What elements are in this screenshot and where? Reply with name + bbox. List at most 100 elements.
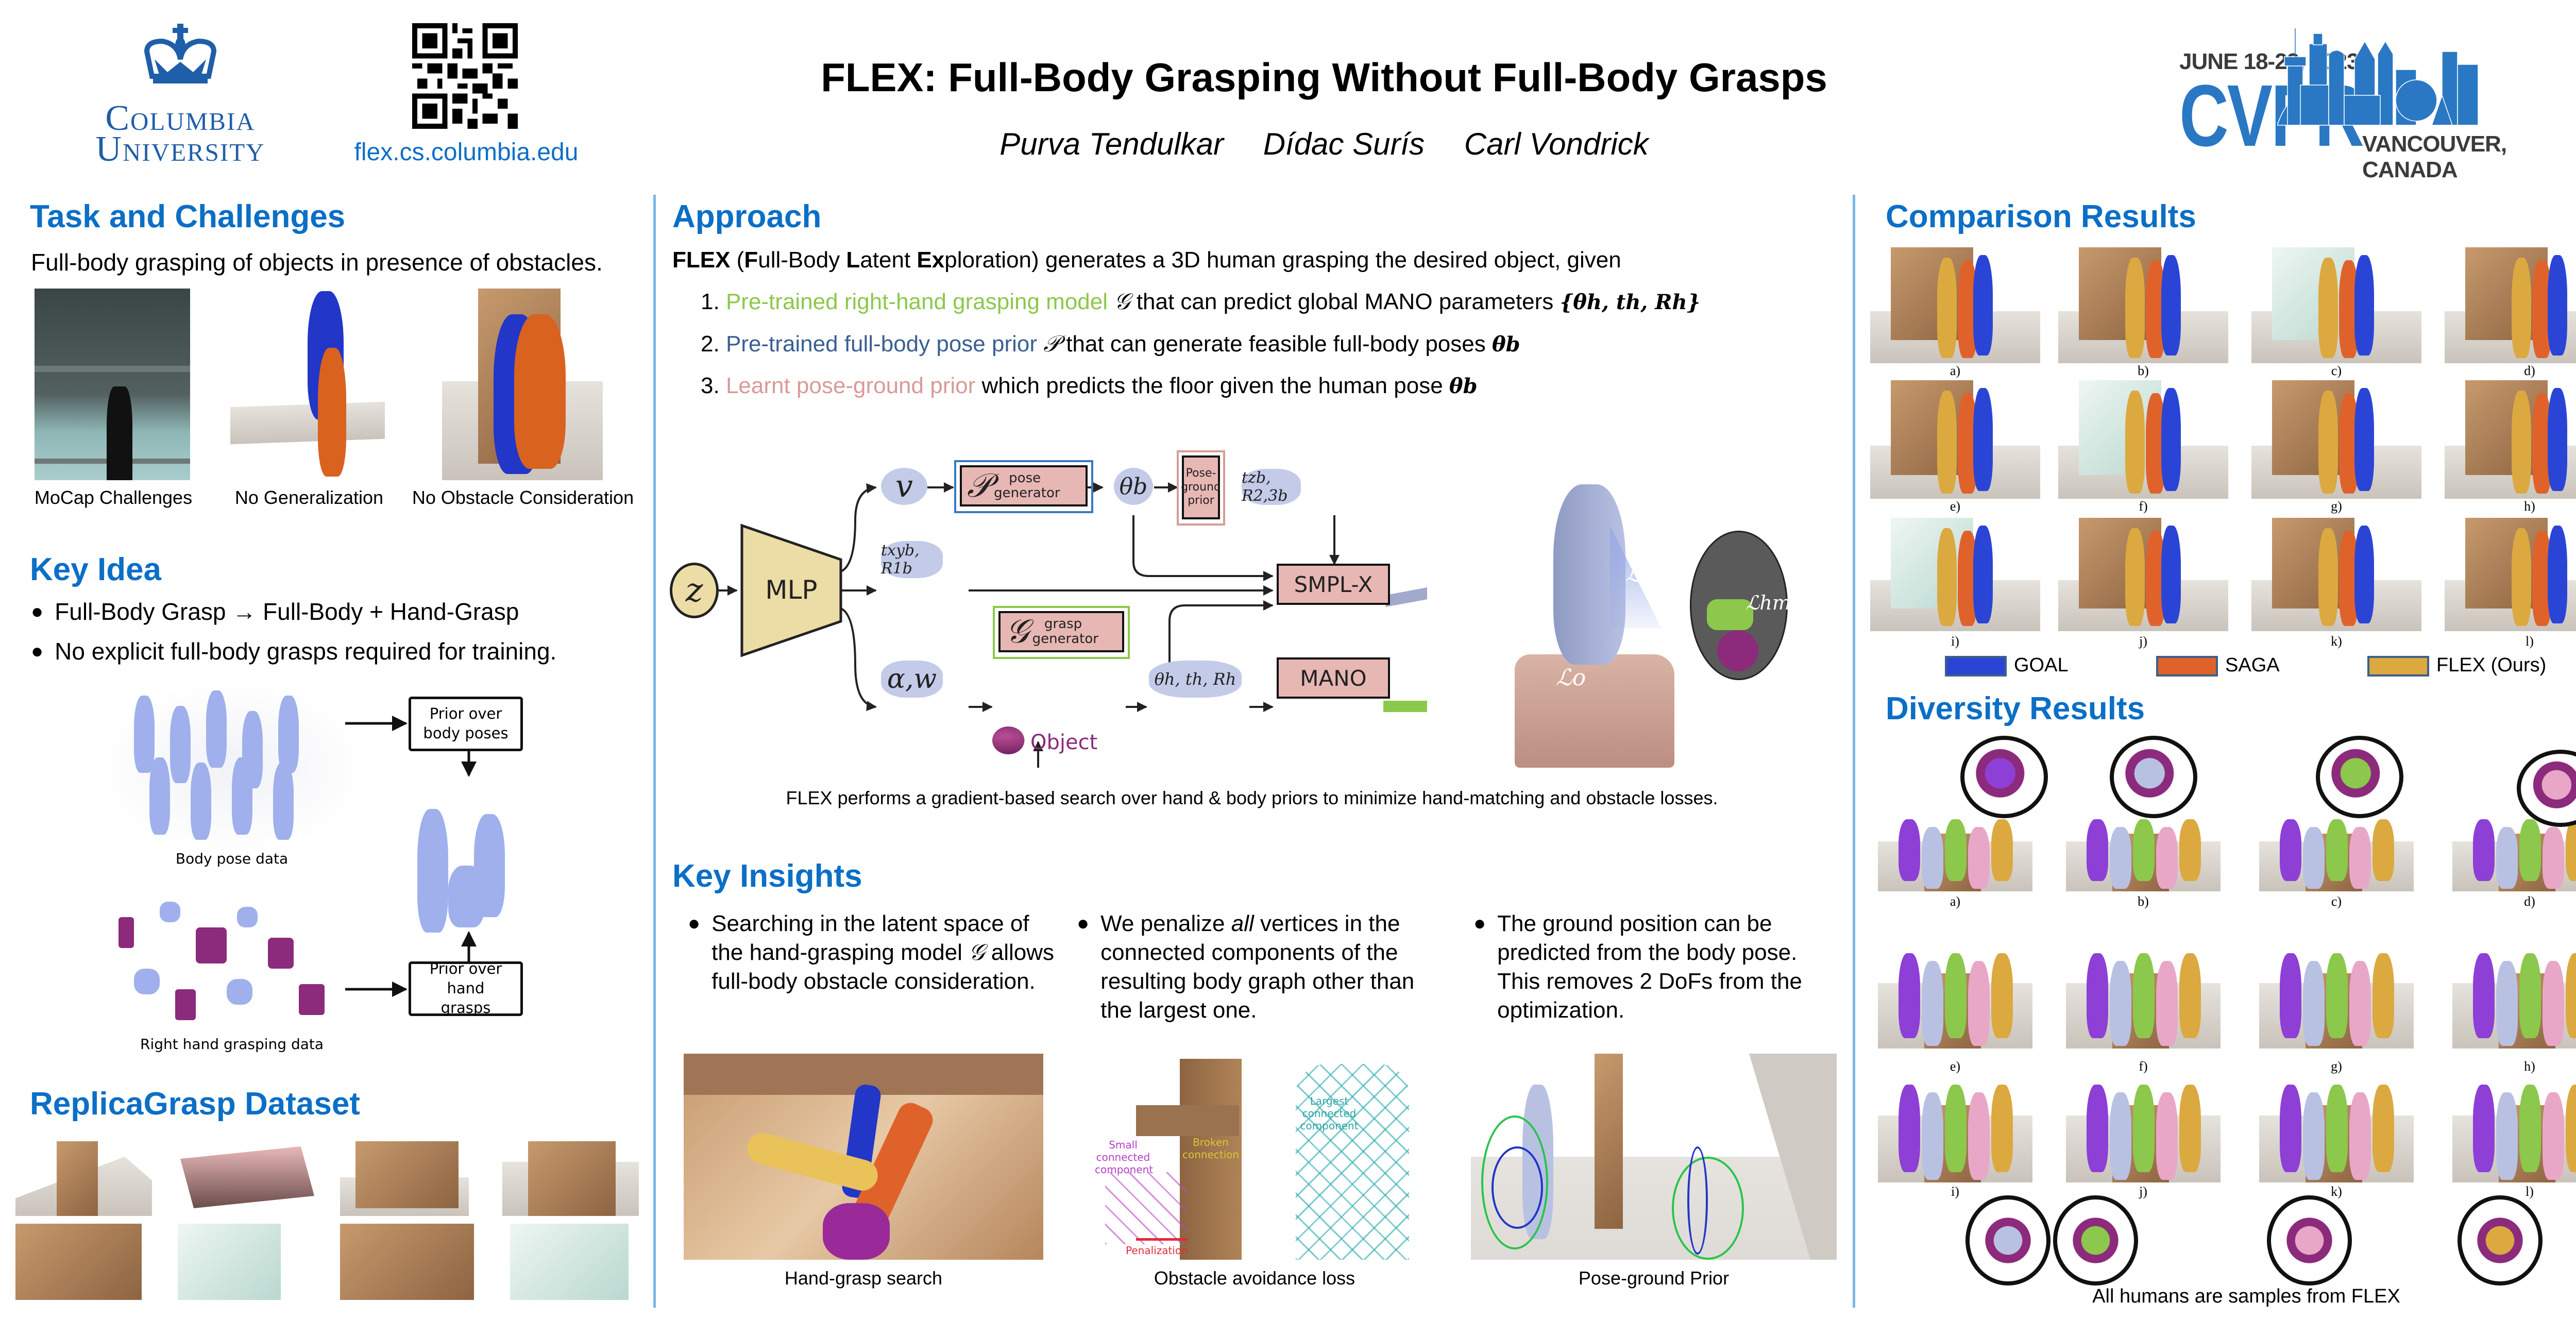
comparison-image	[2445, 518, 2576, 631]
bullet-icon: ●	[31, 600, 44, 623]
alpha-w-node: α,w	[881, 661, 943, 698]
grasp-closeup-bubble	[2458, 1195, 2543, 1286]
bullet-icon: ●	[688, 912, 701, 935]
task-caption-no-obstacle: No Obstacle Consideration	[412, 487, 634, 508]
project-url-link[interactable]: flex.cs.columbia.edu	[354, 139, 579, 166]
grasp-generator-label: grasp generator	[1032, 616, 1098, 647]
hand-grasp-search-image	[684, 1054, 1043, 1260]
comparison-image	[2445, 380, 2576, 499]
comparison-label: h)	[2524, 499, 2535, 514]
comparison-label: k)	[2331, 634, 2342, 649]
dataset-image	[510, 1224, 629, 1300]
insight-text: We penalize all vertices in the connecte…	[1100, 911, 1415, 1023]
body-pose-data-image	[103, 685, 361, 850]
comparison-label: b)	[2138, 363, 2149, 378]
key-idea-bullets: ●Full-Body Grasp → Full-Body + Hand-Gras…	[31, 598, 556, 666]
section-title-task: Task and Challenges	[30, 199, 346, 234]
insight-column-1: ● Searching in the latent space of the h…	[688, 909, 1059, 996]
hand-grasp-data-image	[103, 897, 350, 1030]
hand-zoom-circle: ℒhm	[1690, 531, 1791, 680]
author-name: Carl Vondrick	[1464, 127, 1649, 161]
approach-item: 3. Learnt pose-ground prior which predic…	[701, 373, 1478, 398]
diversity-label: k)	[2331, 1184, 2342, 1199]
diversity-image	[2259, 948, 2414, 1049]
dataset-image	[180, 1146, 314, 1216]
approach-intro: FLEX (Full-Body Latent Exploration) gene…	[672, 247, 1621, 273]
theta-h-node: θh, th, Rh	[1149, 661, 1242, 698]
pipeline-connectors	[716, 482, 1427, 768]
legend-swatch-flex	[2367, 655, 2429, 677]
section-title-dataset: ReplicaGrasp Dataset	[30, 1086, 360, 1122]
pose-generator-box: 𝒫 pose generator	[960, 465, 1088, 506]
tz-r23-node: tzb, R2,3b	[1242, 469, 1301, 505]
insight-caption-hand-grasp: Hand-grasp search	[784, 1267, 943, 1289]
comparison-label: c)	[2331, 363, 2342, 378]
qr-code[interactable]	[412, 23, 518, 129]
label-small-component: Small connected component	[1095, 1139, 1154, 1176]
diversity-label: l)	[2526, 1184, 2534, 1199]
columbia-wordmark-line2: University	[95, 129, 265, 169]
grasp-closeup-bubble	[1960, 736, 2048, 818]
task-description: Full-body grasping of objects in presenc…	[31, 249, 603, 276]
diversity-image	[2452, 948, 2576, 1049]
grasp-closeup-bubble	[2053, 1195, 2138, 1286]
comparison-label: a)	[1950, 363, 1961, 378]
pose-generator-label: pose generator	[994, 470, 1060, 501]
author-list: Purva Tendulkar Dídac Surís Carl Vondric…	[721, 126, 1927, 162]
penalization-arrow-icon	[1136, 1238, 1188, 1241]
section-title-diversity: Diversity Results	[1886, 691, 2145, 726]
approach-list: 1. Pre-trained right-hand grasping model…	[701, 289, 1700, 415]
insight-column-3: ● The ground position can be predicted f…	[1473, 909, 1844, 1025]
diversity-label: g)	[2331, 1059, 2342, 1074]
dataset-image	[502, 1141, 639, 1216]
latent-z-node: z	[670, 563, 719, 618]
bullet-icon: ●	[1077, 912, 1090, 935]
legend-swatch-goal	[1945, 655, 2007, 677]
no-generalization-image	[230, 291, 385, 481]
full-body-grasp-image	[402, 804, 531, 938]
diversity-label: b)	[2138, 894, 2149, 909]
bullet-icon: ●	[1473, 912, 1486, 935]
comparison-label: f)	[2139, 499, 2148, 514]
grasp-generator-frame	[993, 606, 1130, 659]
object-label: Object	[1030, 731, 1098, 754]
diversity-image	[1878, 948, 2032, 1049]
vancouver-skyline-icon	[2277, 28, 2479, 126]
section-title-key-idea: Key Idea	[30, 552, 162, 587]
comparison-label: j)	[2139, 634, 2147, 649]
pose-generator-frame	[954, 460, 1093, 513]
loss-hm-label: ℒhm	[1745, 591, 1791, 614]
comparison-label: i)	[1951, 634, 1959, 649]
dataset-image	[15, 1224, 142, 1300]
legend-goal: GOAL	[1945, 654, 2156, 677]
diversity-label: h)	[2524, 1059, 2535, 1074]
label-penalization: Penalization	[1126, 1244, 1188, 1257]
comparison-image	[2445, 247, 2576, 363]
grasp-generator-box: 𝒢 grasp generator	[998, 611, 1124, 652]
grasp-closeup-bubble	[1965, 1195, 2050, 1286]
diversity-image	[2066, 1079, 2221, 1182]
object-sphere-icon	[992, 726, 1025, 754]
task-caption-mocap: MoCap Challenges	[34, 487, 193, 508]
mlp-label: MLP	[765, 575, 818, 605]
smplx-box: SMPL-X	[1277, 564, 1390, 605]
label-largest-component: Largest connected component	[1300, 1095, 1359, 1132]
key-idea-bullet: No explicit full-body grasps required fo…	[55, 638, 557, 665]
comparison-image	[2058, 247, 2228, 363]
section-title-key-insights: Key Insights	[672, 858, 862, 894]
insight-text: The ground position can be predicted fro…	[1497, 911, 1802, 1023]
no-obstacle-image	[442, 289, 603, 480]
comparison-image	[2058, 380, 2228, 499]
loss-o-label: ℒo	[1556, 665, 1586, 691]
diversity-image	[2452, 1079, 2576, 1182]
diversity-image	[2066, 814, 2221, 891]
column-divider-right	[1853, 195, 1855, 1308]
pose-ground-prior-image	[1471, 1054, 1837, 1260]
diversity-caption: All humans are samples from FLEX	[2092, 1286, 2400, 1307]
approach-caption: FLEX performs a gradient-based search ov…	[786, 787, 1718, 808]
prior-body-poses-box: Prior over body poses	[409, 697, 523, 751]
comparison-label: l)	[2526, 634, 2534, 649]
diversity-label: a)	[1950, 894, 1961, 909]
author-name: Purva Tendulkar	[999, 127, 1224, 161]
grasp-closeup-bubble	[2316, 736, 2403, 818]
